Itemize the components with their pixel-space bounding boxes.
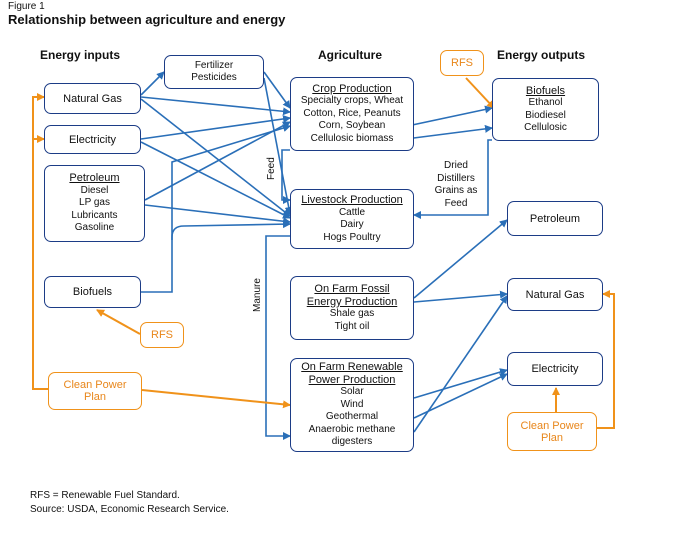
ddgs-line: Distillers bbox=[437, 172, 475, 184]
output-electricity-label: Electricity bbox=[531, 363, 579, 375]
renewable-item: Wind bbox=[340, 398, 364, 410]
ddgs-line: Dried bbox=[444, 160, 468, 171]
input-petroleum-title: Petroleum bbox=[69, 172, 120, 185]
renewable-item: Solar bbox=[340, 386, 364, 398]
fossil-title-line1: On Farm Fossil bbox=[314, 283, 390, 295]
clean-power-left-line1: Clean Power bbox=[63, 379, 127, 391]
output-biofuels-item: Cellulosic bbox=[524, 122, 567, 133]
header-agriculture: Agriculture bbox=[318, 48, 383, 62]
arrow-renew-elec-1 bbox=[413, 368, 508, 399]
feed-label: Feed bbox=[266, 157, 277, 180]
crop-production-title: Crop Production bbox=[312, 82, 392, 95]
clean-power-plan-left: Clean Power Plan bbox=[48, 372, 142, 410]
arrow-fossil-petroleum bbox=[413, 219, 508, 299]
arrow-fossil-naturalgas bbox=[413, 290, 508, 303]
arrow-elec-livestock bbox=[140, 141, 291, 219]
arrow-elec-crop bbox=[140, 115, 291, 140]
arrow-fert-livestock bbox=[263, 77, 293, 215]
output-biofuels-item: Ethanol bbox=[528, 97, 563, 108]
arrow-rfs-lower bbox=[96, 309, 141, 335]
arrow-rfs-top bbox=[465, 77, 495, 109]
output-biofuels-title: Biofuels bbox=[525, 84, 566, 97]
arrow-cpp-right-bracket bbox=[597, 290, 615, 429]
arrow-ng-fertilizer bbox=[140, 71, 165, 96]
input-fertilizer-line1: Fertilizer bbox=[194, 60, 234, 71]
livestock-item: Dairy bbox=[340, 219, 364, 230]
clean-power-plan-right: Clean Power Plan bbox=[507, 412, 597, 451]
figure-title: Relationship between agriculture and ene… bbox=[8, 12, 286, 27]
input-petroleum-item: Diesel bbox=[80, 184, 109, 196]
on-farm-renewable: On Farm Renewable Power Production Solar… bbox=[290, 358, 414, 452]
footnote-rfs: RFS = Renewable Fuel Standard. bbox=[30, 490, 180, 501]
input-fertilizer-line2: Pesticides bbox=[191, 72, 237, 83]
renewable-item: Anaerobic methane bbox=[308, 423, 396, 435]
arrow-renew-elec-2 bbox=[413, 373, 508, 419]
rfs-top-box: RFS bbox=[440, 50, 484, 76]
clean-power-left-line2: Plan bbox=[83, 391, 107, 403]
arrow-ng-crop bbox=[140, 96, 291, 116]
ddgs-line: Feed bbox=[444, 197, 468, 209]
fossil-item: Shale gas bbox=[329, 308, 375, 319]
arrow-manure bbox=[265, 235, 291, 440]
crop-production: Crop Production Specialty crops, Wheat C… bbox=[290, 77, 414, 151]
output-electricity: Electricity bbox=[507, 352, 603, 386]
renewable-item: Geothermal bbox=[325, 411, 379, 423]
header-energy-outputs: Energy outputs bbox=[497, 48, 586, 62]
input-biofuels: Biofuels bbox=[44, 276, 141, 308]
output-petroleum: Petroleum bbox=[507, 201, 603, 236]
rfs-top-label: RFS bbox=[451, 57, 473, 69]
input-natural-gas: Natural Gas bbox=[44, 83, 141, 114]
livestock-item: Cattle bbox=[338, 206, 366, 218]
output-natural-gas: Natural Gas bbox=[507, 278, 603, 311]
arrow-ddgs bbox=[413, 139, 492, 219]
crop-item: Specialty crops, Wheat bbox=[300, 95, 404, 107]
footnote-source: Source: USDA, Economic Research Service. bbox=[30, 504, 229, 515]
livestock-item: Hogs Poultry bbox=[323, 231, 381, 243]
arrow-bio-crop bbox=[171, 124, 291, 240]
input-petroleum-item: Lubricants bbox=[71, 209, 118, 221]
input-natural-gas-label: Natural Gas bbox=[63, 92, 122, 105]
livestock-production-title: Livestock Production bbox=[301, 194, 403, 206]
arrow-pet-crop bbox=[144, 121, 291, 201]
arrow-fert-crop bbox=[263, 71, 291, 109]
renewable-title-line2: Power Production bbox=[308, 373, 396, 386]
arrow-bio-livestock bbox=[141, 220, 291, 293]
crop-item: Cotton, Rice, Peanuts bbox=[303, 107, 401, 119]
ddgs-label: Dried Distillers Grains as Feed bbox=[428, 160, 484, 210]
crop-item: Cellulosic biomass bbox=[310, 132, 394, 144]
on-farm-fossil: On Farm Fossil Energy Production Shale g… bbox=[290, 276, 414, 340]
crop-item: Corn, Soybean bbox=[318, 120, 386, 132]
arrow-ng-livestock bbox=[140, 98, 291, 217]
fossil-title-line2: Energy Production bbox=[306, 295, 398, 308]
input-electricity: Electricity bbox=[44, 125, 141, 154]
arrow-pet-livestock bbox=[144, 204, 291, 226]
arrow-renew-naturalgas bbox=[413, 295, 508, 433]
renewable-item: digesters bbox=[331, 436, 373, 448]
livestock-production: Livestock Production Cattle Dairy Hogs P… bbox=[290, 189, 414, 249]
rfs-lower-box: RFS bbox=[140, 322, 184, 348]
output-natural-gas-label: Natural Gas bbox=[525, 288, 585, 301]
output-biofuels-item: Biodiesel bbox=[525, 109, 566, 121]
input-petroleum-item: LP gas bbox=[79, 197, 110, 209]
clean-power-right-line2: Plan bbox=[540, 431, 564, 444]
input-electricity-label: Electricity bbox=[68, 133, 117, 146]
arrow-cpp-bracket bbox=[32, 93, 48, 390]
input-petroleum-item: Gasoline bbox=[74, 222, 115, 234]
renewable-title-line1: On Farm Renewable bbox=[301, 361, 403, 374]
output-petroleum-label: Petroleum bbox=[529, 212, 581, 225]
output-biofuels: Biofuels Ethanol Biodiesel Cellulosic bbox=[492, 78, 599, 141]
fossil-item: Tight oil bbox=[334, 320, 370, 332]
input-biofuels-label: Biofuels bbox=[72, 286, 113, 298]
header-energy-inputs: Energy inputs bbox=[40, 48, 121, 62]
ddgs-line: Grains as bbox=[434, 185, 478, 196]
rfs-lower-label: RFS bbox=[151, 329, 173, 341]
clean-power-right-line1: Clean Power bbox=[520, 419, 584, 432]
input-fertilizer: Fertilizer Pesticides bbox=[164, 55, 264, 89]
arrow-feed bbox=[281, 149, 291, 204]
manure-label: Manure bbox=[252, 278, 263, 312]
input-petroleum: Petroleum Diesel LP gas Lubricants Gasol… bbox=[44, 165, 145, 242]
arrow-cpp-renewable bbox=[141, 389, 291, 409]
figure-label: Figure 1 bbox=[8, 1, 45, 12]
